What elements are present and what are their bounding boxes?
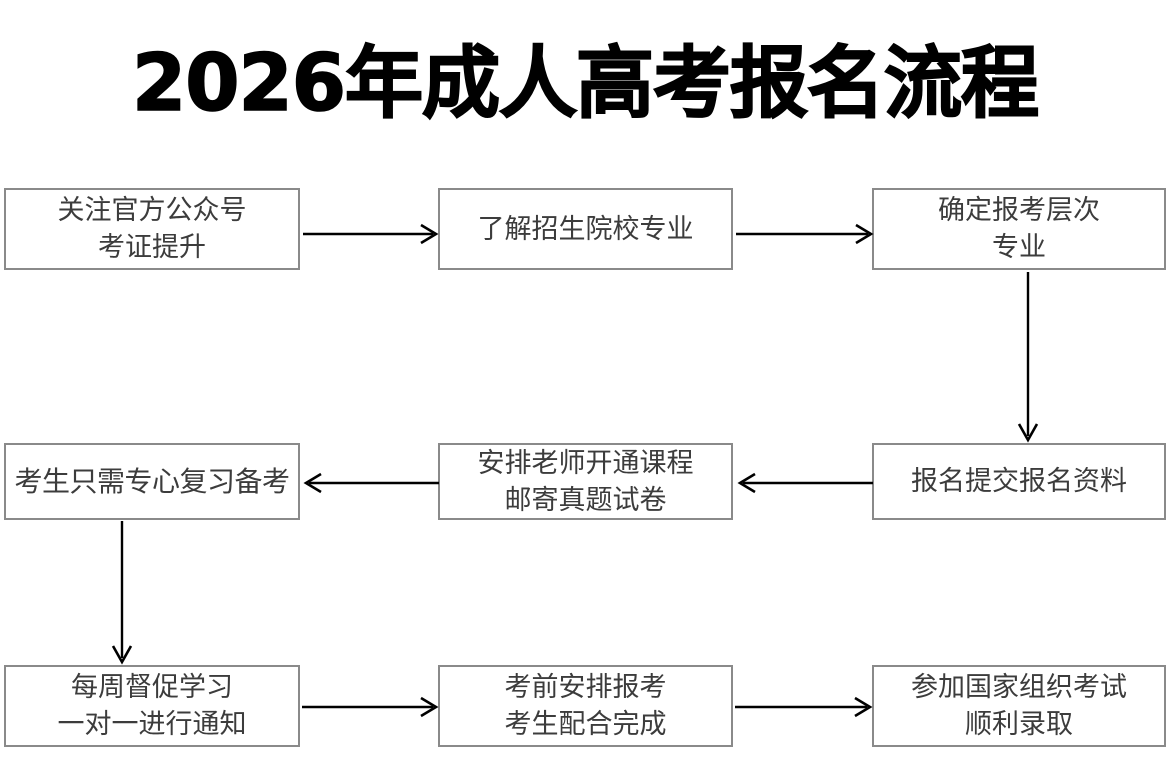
arrow-connector-right xyxy=(302,693,439,721)
flow-node-line: 关注官方公众号 xyxy=(57,195,247,226)
flow-node-line: 报名提交报名资料 xyxy=(911,466,1127,497)
flow-node-line: 考生配合完成 xyxy=(504,709,667,740)
flow-node-confirm-level-major[interactable]: 确定报考层次 专业 xyxy=(872,188,1166,270)
flow-node-line: 专业 xyxy=(992,232,1046,263)
flow-node-follow-official-account[interactable]: 关注官方公众号 考证提升 xyxy=(4,188,300,270)
flow-node-line: 邮寄真题试卷 xyxy=(504,484,667,516)
flow-node-teacher-course-papers[interactable]: 安排老师开通课程 邮寄真题试卷 xyxy=(438,443,733,520)
flow-node-line: 确定报考层次 xyxy=(938,195,1100,226)
arrow-connector-right xyxy=(736,220,874,248)
flow-node-line: 每周督促学习 xyxy=(71,672,233,703)
flow-node-weekly-supervision[interactable]: 每周督促学习 一对一进行通知 xyxy=(4,665,300,747)
flow-node-line: 安排老师开通课程 xyxy=(477,447,694,479)
arrow-connector-left xyxy=(735,469,873,497)
arrow-connector-right xyxy=(303,220,439,248)
flow-node-line: 顺利录取 xyxy=(965,709,1073,740)
flow-node-learn-schools-majors[interactable]: 了解招生院校专业 xyxy=(438,188,733,270)
arrow-connector-left xyxy=(301,469,439,497)
arrow-connector-down xyxy=(106,521,138,666)
flow-node-line: 考生只需专心复习备考 xyxy=(14,465,290,498)
arrow-connector-down xyxy=(1012,272,1044,444)
flow-node-line: 一对一进行通知 xyxy=(57,709,247,740)
flow-node-focus-on-review[interactable]: 考生只需专心复习备考 xyxy=(4,443,300,520)
flow-node-line: 考证提升 xyxy=(98,232,206,263)
flow-node-line: 了解招生院校专业 xyxy=(477,213,694,245)
flow-node-submit-application-materials[interactable]: 报名提交报名资料 xyxy=(872,443,1166,520)
arrow-connector-right xyxy=(735,693,873,721)
flow-node-line: 考前安排报考 xyxy=(504,672,667,703)
flow-node-line: 参加国家组织考试 xyxy=(911,672,1127,703)
page-title: 2026年成人高考报名流程 xyxy=(131,38,1040,130)
flow-node-take-national-exam[interactable]: 参加国家组织考试 顺利录取 xyxy=(872,665,1166,747)
flow-node-pre-exam-registration[interactable]: 考前安排报考 考生配合完成 xyxy=(438,665,733,747)
